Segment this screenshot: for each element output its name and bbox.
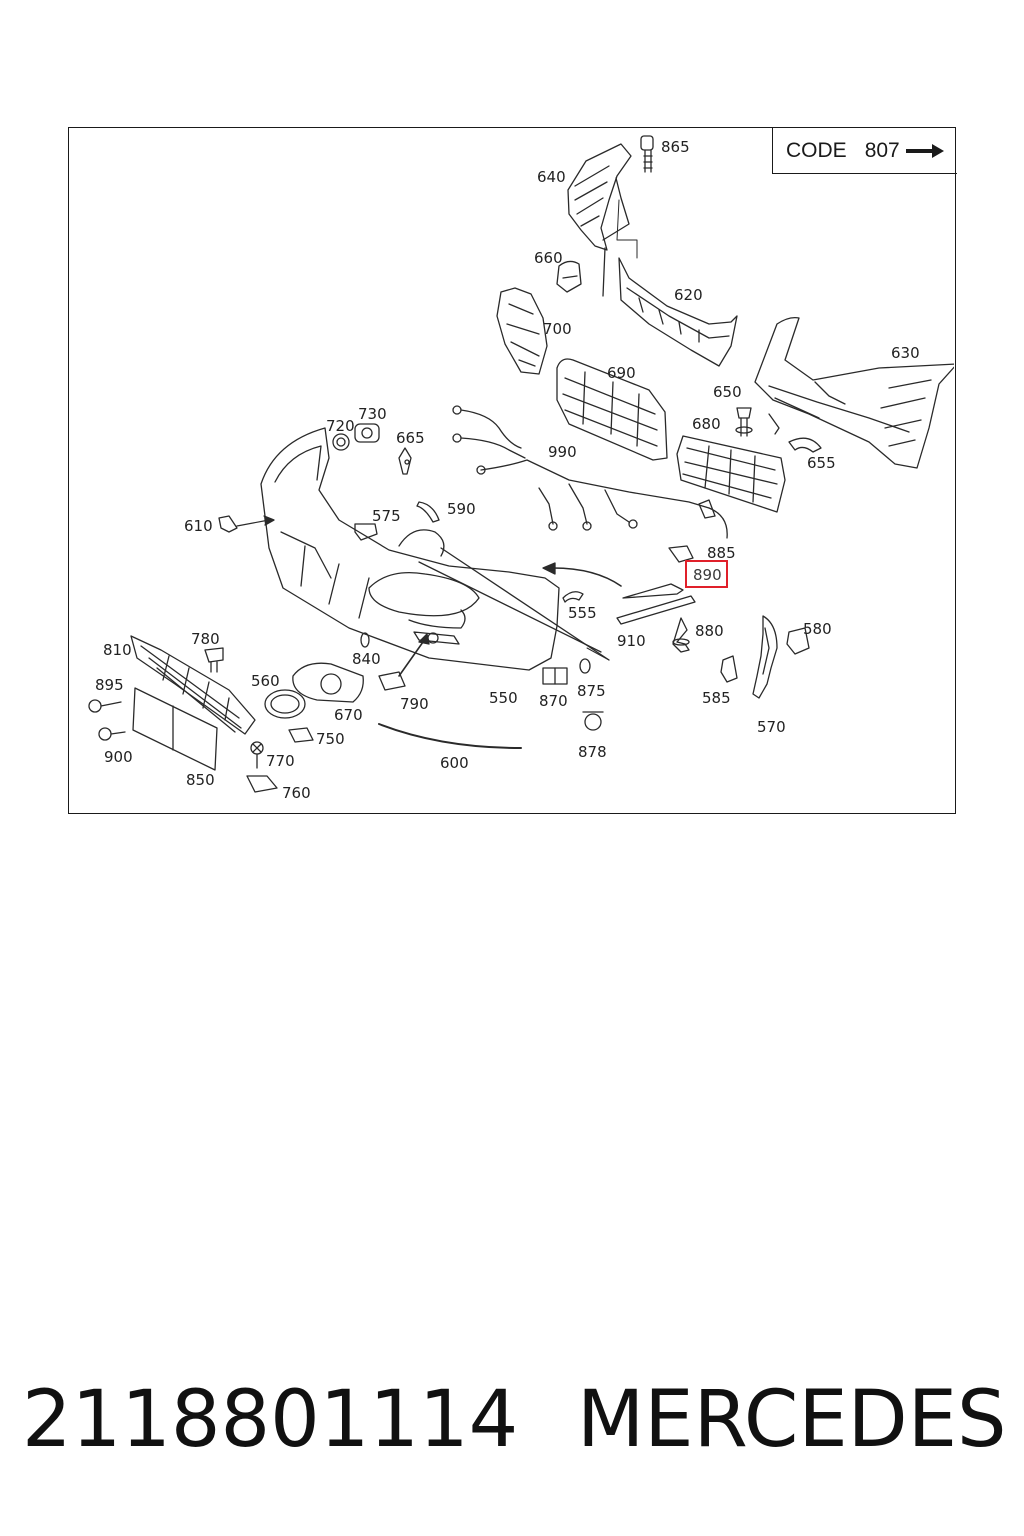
part-label-760[interactable]: 760 bbox=[282, 784, 311, 802]
part-label-900[interactable]: 900 bbox=[104, 748, 133, 766]
part-840-plug bbox=[360, 632, 370, 648]
part-label-885[interactable]: 885 bbox=[707, 544, 736, 562]
part-990-harness bbox=[452, 405, 728, 539]
part-label-600[interactable]: 600 bbox=[440, 754, 469, 772]
part-label-660[interactable]: 660 bbox=[534, 249, 563, 267]
part-850-plate bbox=[132, 687, 218, 771]
part-label-730[interactable]: 730 bbox=[358, 405, 387, 423]
part-780-clip bbox=[204, 647, 224, 673]
part-575-bracket bbox=[354, 523, 378, 541]
part-885-890-brackets bbox=[622, 545, 694, 599]
part-620-bracket bbox=[618, 257, 738, 367]
part-640-bracket bbox=[567, 143, 632, 297]
part-690-absorber bbox=[556, 358, 668, 461]
part-label-850[interactable]: 850 bbox=[186, 771, 215, 789]
part-label-610[interactable]: 610 bbox=[184, 517, 213, 535]
part-number-text: 2118801114 bbox=[22, 1375, 519, 1465]
part-610-clip bbox=[218, 515, 238, 533]
part-585-clip bbox=[720, 655, 738, 683]
part-label-895[interactable]: 895 bbox=[95, 676, 124, 694]
part-label-550[interactable]: 550 bbox=[489, 689, 518, 707]
part-label-700[interactable]: 700 bbox=[543, 320, 572, 338]
part-label-620[interactable]: 620 bbox=[674, 286, 703, 304]
part-580-clip bbox=[786, 627, 810, 655]
part-label-655[interactable]: 655 bbox=[807, 454, 836, 472]
part-665-clip bbox=[398, 447, 412, 475]
part-910-spoiler bbox=[616, 595, 696, 625]
part-655-trim bbox=[788, 437, 822, 453]
part-label-680[interactable]: 680 bbox=[692, 415, 721, 433]
part-label-990[interactable]: 990 bbox=[548, 443, 577, 461]
right-arrow-icon bbox=[905, 143, 944, 158]
parts-diagram: 865 640 660 620 700 630 690 650 680 655 … bbox=[68, 127, 957, 814]
part-660-clip bbox=[556, 260, 582, 293]
part-880-screw bbox=[672, 617, 690, 653]
part-label-770[interactable]: 770 bbox=[266, 752, 295, 770]
part-590-trim bbox=[416, 501, 440, 523]
part-label-865[interactable]: 865 bbox=[661, 138, 690, 156]
part-670-cover bbox=[292, 662, 364, 703]
part-label-780[interactable]: 780 bbox=[191, 630, 220, 648]
part-label-555[interactable]: 555 bbox=[568, 604, 597, 622]
part-label-810[interactable]: 810 bbox=[103, 641, 132, 659]
part-label-870[interactable]: 870 bbox=[539, 692, 568, 710]
part-label-790[interactable]: 790 bbox=[400, 695, 429, 713]
part-label-880[interactable]: 880 bbox=[695, 622, 724, 640]
part-label-650[interactable]: 650 bbox=[713, 383, 742, 401]
part-label-590[interactable]: 590 bbox=[447, 500, 476, 518]
part-label-665[interactable]: 665 bbox=[396, 429, 425, 447]
part-label-575[interactable]: 575 bbox=[372, 507, 401, 525]
part-770-screw bbox=[250, 741, 264, 769]
part-label-878[interactable]: 878 bbox=[578, 743, 607, 761]
brand-text: MERCEDES bbox=[577, 1375, 1007, 1465]
part-630-bracket bbox=[754, 316, 954, 469]
part-870-bolt bbox=[542, 667, 568, 685]
part-label-840[interactable]: 840 bbox=[352, 650, 381, 668]
part-560-ring bbox=[264, 689, 306, 719]
part-label-560[interactable]: 560 bbox=[251, 672, 280, 690]
part-865-bolt bbox=[640, 135, 654, 173]
part-label-875[interactable]: 875 bbox=[577, 682, 606, 700]
part-875-washer bbox=[579, 658, 591, 674]
part-650-screw bbox=[735, 407, 753, 437]
part-570-bracket bbox=[752, 615, 778, 699]
part-label-570[interactable]: 570 bbox=[757, 718, 786, 736]
part-label-720[interactable]: 720 bbox=[326, 417, 355, 435]
part-600-trim bbox=[378, 723, 522, 749]
part-810-grille bbox=[130, 635, 256, 735]
part-680-grille bbox=[676, 435, 786, 513]
part-900-screw bbox=[98, 727, 126, 741]
part-label-640[interactable]: 640 bbox=[537, 168, 566, 186]
part-label-585[interactable]: 585 bbox=[702, 689, 731, 707]
part-label-750[interactable]: 750 bbox=[316, 730, 345, 748]
part-550-bumper-cover bbox=[260, 427, 610, 671]
part-555-clip bbox=[562, 591, 584, 603]
part-895-screw bbox=[88, 699, 122, 713]
part-790-nut bbox=[378, 671, 406, 691]
part-720-730-sensors bbox=[332, 423, 380, 451]
part-label-890-highlighted[interactable]: 890 bbox=[685, 560, 728, 588]
bumper-exploded-view bbox=[88, 135, 954, 793]
part-label-910[interactable]: 910 bbox=[617, 632, 646, 650]
part-label-670[interactable]: 670 bbox=[334, 706, 363, 724]
part-700-bracket bbox=[496, 287, 548, 375]
code-label: CODE bbox=[786, 138, 847, 162]
part-label-580[interactable]: 580 bbox=[803, 620, 832, 638]
part-750-clip bbox=[288, 727, 314, 743]
code-number: 807 bbox=[864, 138, 900, 162]
part-label-630[interactable]: 630 bbox=[891, 344, 920, 362]
footer-caption: 2118801114 MERCEDES bbox=[22, 1370, 1012, 1470]
code-box: CODE 807 bbox=[772, 128, 957, 174]
part-label-690[interactable]: 690 bbox=[607, 364, 636, 382]
part-760-nut bbox=[246, 775, 278, 793]
part-878-clip bbox=[582, 711, 604, 731]
